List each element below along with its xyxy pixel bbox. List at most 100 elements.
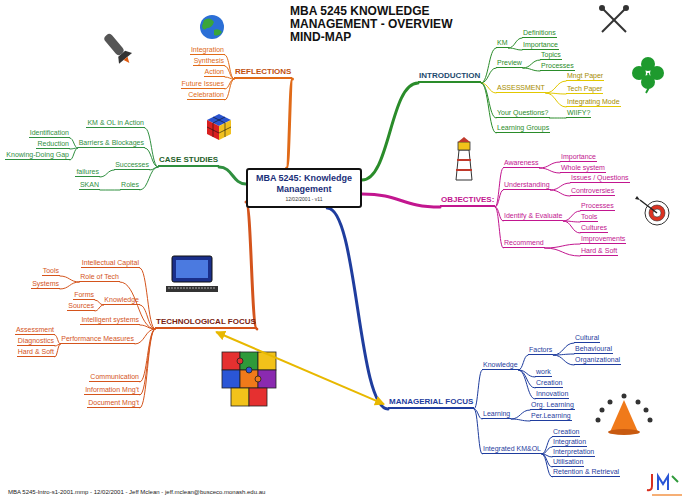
subtopic-label: Role of Tech	[79, 272, 120, 282]
branch-line	[495, 168, 503, 207]
topic-text: Successes	[115, 161, 149, 168]
subtopic-label: Preview	[496, 58, 523, 68]
branch-line	[60, 282, 79, 289]
branch-line	[553, 343, 574, 355]
subtopic-label: Knowledge	[103, 295, 140, 305]
topic-text: Assessment	[16, 326, 54, 333]
subtopic-label: Intellectual Capital	[81, 258, 140, 268]
branch-line	[481, 48, 496, 83]
subtopic-label: SKAN	[79, 180, 100, 190]
topic-text: Intellectual Capital	[82, 259, 139, 266]
subtopic-label: Per.Learning	[530, 411, 572, 421]
topic-text: Recommend	[504, 239, 544, 246]
rocket-icon	[100, 30, 136, 69]
topic-text: Creation	[536, 379, 562, 386]
topic-text: ASSESSMENT	[497, 84, 545, 91]
topic-text: CASE STUDIES	[159, 155, 218, 164]
branch-line	[545, 248, 580, 256]
topic-text: Processes	[581, 202, 614, 209]
topic-text: Knowing-Doing Gap	[6, 151, 69, 158]
subtopic-label: Learning	[482, 409, 511, 419]
branch-line	[545, 244, 580, 248]
branch-line	[563, 211, 580, 221]
subtopic-label: Organizational	[574, 355, 621, 365]
branch-line	[495, 207, 503, 248]
branch-line	[55, 344, 60, 357]
subtopic-label: Future Issues	[181, 79, 225, 89]
branch-line	[95, 305, 103, 311]
subtopic-label: Whole system	[560, 163, 606, 173]
subtopic-label: Behavioural	[574, 344, 613, 354]
link-arrow	[216, 332, 384, 404]
topic-text: Celebration	[188, 91, 224, 98]
subtopic-label: Communication	[89, 372, 140, 382]
branch-line	[542, 454, 552, 477]
topic-text: Document Mng't	[88, 399, 139, 406]
main-branch-line	[362, 83, 418, 180]
subtopic-label: Integration	[552, 437, 587, 447]
topic-text: Issues / Questions	[571, 174, 629, 181]
branch-line	[550, 118, 567, 119]
topic-text: Organizational	[575, 356, 620, 363]
branch-line	[553, 354, 574, 355]
subtopic-label: Cultures	[580, 223, 608, 233]
topic-text: Whole system	[561, 164, 605, 171]
subtopic-label: Topics	[540, 50, 562, 60]
topic-text: Awareness	[504, 159, 539, 166]
topic-text: Retention & Retrieval	[553, 468, 619, 475]
subtopic-label: Innovation	[535, 389, 569, 399]
subtopic-label: Processes	[580, 201, 615, 211]
subtopic-label: Document Mng't	[87, 398, 140, 408]
subtopic-label: Barriers & Blockages	[78, 138, 145, 148]
topic-text: MANAGERIAL FOCUS	[389, 397, 473, 406]
topic-text: Integration	[553, 438, 586, 445]
subtopic-label: Information Mng't	[84, 385, 140, 395]
clover-icon	[632, 57, 664, 93]
main-branch-topic: REFLECTIONS	[234, 67, 292, 79]
topic-text: failures	[76, 168, 99, 175]
branch-line	[509, 38, 523, 48]
subtopic-label: Identify & Evaluate	[503, 211, 563, 221]
topic-text: Understanding	[504, 181, 550, 188]
subtopic-label: Action	[204, 67, 225, 77]
topic-subtext: 12/02/2001 - v11	[252, 195, 356, 203]
main-branch-line	[287, 79, 293, 168]
topic-text: Communication	[90, 373, 139, 380]
topic-text: Integrated KM&OL	[483, 445, 541, 452]
subtopic-label: Controversies	[570, 186, 615, 196]
main-branch-topic: MANAGERIAL FOCUS	[388, 397, 474, 409]
topic-text: SKAN	[80, 181, 99, 188]
topic-text: Learning	[483, 410, 510, 417]
globe-icon	[200, 15, 224, 39]
computer-icon	[166, 256, 218, 292]
main-branch-line	[362, 194, 440, 207]
topic-text: Identification	[30, 129, 69, 136]
topic-text: Synthesis	[194, 57, 224, 64]
topic-text: Utilisation	[553, 458, 583, 465]
puzzle-icon	[222, 352, 276, 406]
branch-line	[140, 268, 155, 329]
topic-text: Preview	[497, 59, 522, 66]
lighthouse-icon	[456, 137, 472, 180]
branch-line	[546, 81, 566, 93]
branch-line	[100, 170, 114, 177]
topic-text: Cultures	[581, 224, 607, 231]
branch-line	[563, 221, 580, 233]
subtopic-label: Celebration	[187, 90, 225, 100]
topic-text: Org. Learning	[531, 401, 574, 408]
topic-text: Hard & Soft	[581, 247, 617, 254]
subtopic-label: Sources	[67, 301, 95, 311]
topic-text: Processes	[541, 62, 574, 69]
branch-line	[225, 77, 234, 79]
topic-text: Performance Measures	[61, 335, 134, 342]
branch-line	[481, 83, 496, 133]
main-branch-line	[327, 208, 388, 409]
branch-line	[519, 355, 528, 370]
topic-text: Roles	[121, 181, 139, 188]
subtopic-label: KM	[496, 38, 509, 48]
subtopic-label: Tech Paper	[566, 84, 603, 94]
topic-text: Learning Groups	[497, 124, 549, 131]
subtopic-label: Tools	[42, 266, 60, 276]
branch-line	[60, 276, 79, 282]
